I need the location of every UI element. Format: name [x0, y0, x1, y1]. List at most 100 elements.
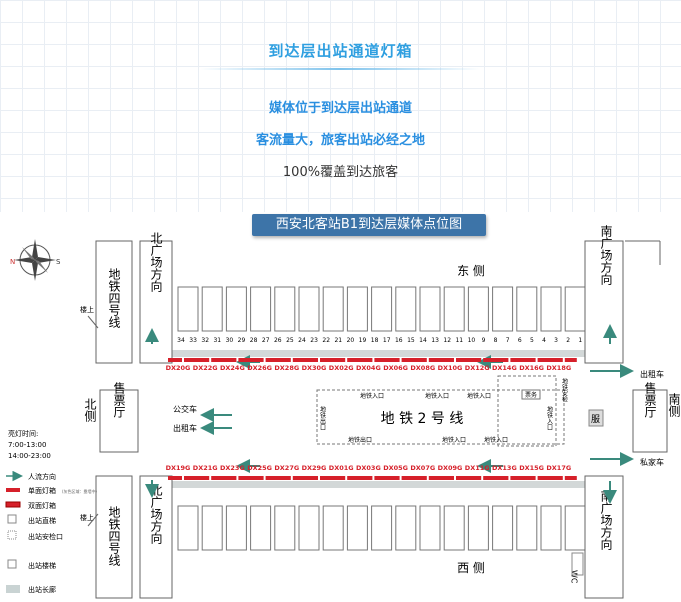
compass-s: S — [56, 258, 61, 266]
grid-background — [0, 0, 681, 212]
metro-line4-south-label: 地铁四号线 — [107, 506, 121, 566]
lightbox-bar — [168, 358, 182, 362]
lightbox-bar — [374, 358, 387, 362]
map-title: 西安北客站B1到达层媒体点位图 — [252, 214, 486, 236]
lightbox-bar — [494, 358, 509, 362]
lightbox-bar — [292, 358, 305, 362]
corridor-bottom — [166, 481, 586, 488]
lightbox-bar — [537, 358, 550, 362]
legend-hours-1: 7:00-13:00 — [8, 441, 46, 449]
stair-number: 22 — [322, 337, 330, 344]
ticket-hall-south-label: 售票厅 — [643, 381, 657, 418]
lightbox-bar — [292, 476, 305, 480]
north-square-box-top — [139, 240, 173, 364]
stair-block — [250, 505, 272, 551]
lightbox-bar — [222, 358, 237, 362]
lightbox-bar — [564, 358, 577, 362]
service-label: 服 — [591, 414, 600, 425]
lightbox-code: DX12G — [465, 364, 490, 372]
stair-number: 19 — [359, 337, 367, 344]
lightbox-bar — [510, 476, 523, 480]
lightbox-bar — [331, 358, 346, 362]
north-square-label-bottom: 北广场方向 — [149, 484, 163, 544]
stair-number: 28 — [250, 337, 258, 344]
legend-item-security: 出站安检口 — [28, 532, 63, 541]
legend-hours-2: 14:00-23:00 — [8, 452, 51, 460]
lightbox-bar — [358, 476, 373, 480]
stair-block — [177, 286, 199, 332]
lightbox-code: DX19G — [166, 464, 191, 472]
lightbox-code: DX20G — [166, 364, 191, 372]
stair-number: 29 — [238, 337, 246, 344]
legend-single-icon — [6, 488, 20, 492]
metro-entry-4: 地铁入口 — [442, 436, 466, 444]
compass-n: N — [10, 258, 15, 266]
lightbox-bar — [249, 476, 264, 480]
stair-block — [346, 286, 368, 332]
lightbox-bar — [211, 358, 224, 362]
stair-block — [298, 505, 320, 551]
ticket-hall-north-label: 售票厅 — [112, 381, 126, 418]
stair-block — [467, 286, 489, 332]
metro-line4-south-block — [95, 475, 133, 599]
lightbox-bar — [276, 476, 291, 480]
legend-corridor-icon — [6, 585, 20, 593]
stair-number: 21 — [334, 337, 342, 344]
lightbox-bar — [347, 358, 360, 362]
lightbox-code: DX05G — [383, 464, 408, 472]
metro-exit-vertical: 地铁出口 — [319, 405, 326, 431]
lightbox-code: DX15G — [519, 464, 544, 472]
ticket-hall-south — [632, 389, 668, 453]
lightbox-bar — [238, 358, 251, 362]
metro-entry-vertical: 地铁入口 — [546, 405, 553, 431]
flow-arrows — [145, 324, 634, 504]
metro-entry-2: 地铁入口 — [425, 392, 449, 400]
lightbox-code: DX07G — [410, 464, 435, 472]
legend-double-icon — [5, 501, 21, 508]
stair-block — [540, 505, 562, 551]
stair-number: 11 — [455, 337, 463, 344]
metro-entry-3: 地铁入口 — [467, 392, 491, 400]
stair-number: 14 — [419, 337, 427, 344]
legend-item-corridor: 出站长廊 — [28, 585, 56, 594]
stair-number: 32 — [201, 337, 209, 344]
compass-icon: N S — [10, 239, 61, 281]
lightbox-bar — [401, 358, 414, 362]
lightbox-code: DX27G — [274, 464, 299, 472]
legend-item-elevator: 出站直梯 — [28, 516, 56, 525]
intro-line-3: 100%覆盖到达旅客 — [282, 165, 399, 180]
stair-number: 12 — [443, 337, 451, 344]
lightbox-code: DX30G — [302, 364, 327, 372]
page-title: 到达层出站通道灯箱 — [268, 42, 413, 60]
stair-number: 13 — [431, 337, 439, 344]
taxi-east-label: 出租车 — [640, 369, 664, 379]
lightbox-bar — [510, 358, 523, 362]
title-underline — [200, 68, 480, 70]
stair-block — [395, 505, 417, 551]
lightbox-bar — [184, 476, 196, 480]
stair-number: 3 — [554, 337, 558, 344]
lightbox-code: DX25G — [247, 464, 272, 472]
stair-number: 30 — [226, 337, 234, 344]
legend: 亮灯时间: 7:00-13:00 14:00-23:00 人流方向 单面灯箱 (… — [5, 429, 98, 594]
lightbox-bar — [265, 358, 278, 362]
stair-block — [467, 505, 489, 551]
stair-block — [201, 286, 223, 332]
metro-line2-label: 地 铁 2 号 线 — [381, 411, 464, 427]
stair-block — [322, 286, 344, 332]
stair-blocks-top — [177, 286, 586, 332]
legend-stairs-icon — [7, 559, 17, 569]
lightbox-code: DX03G — [356, 464, 381, 472]
lightbox-bar — [184, 358, 196, 362]
lightbox-bar — [168, 476, 182, 480]
stair-block — [443, 286, 465, 332]
lightbox-bar — [358, 358, 373, 362]
legend-item-flow: 人流方向 — [28, 472, 56, 481]
legend-single-note: (灰色区域：靠墙中) — [62, 488, 98, 494]
lightbox-code: DX22G — [193, 364, 218, 372]
stair-block — [250, 286, 272, 332]
stair-block — [322, 505, 344, 551]
lightbox-code: DX11G — [465, 464, 490, 472]
lightbox-bar — [320, 358, 332, 362]
